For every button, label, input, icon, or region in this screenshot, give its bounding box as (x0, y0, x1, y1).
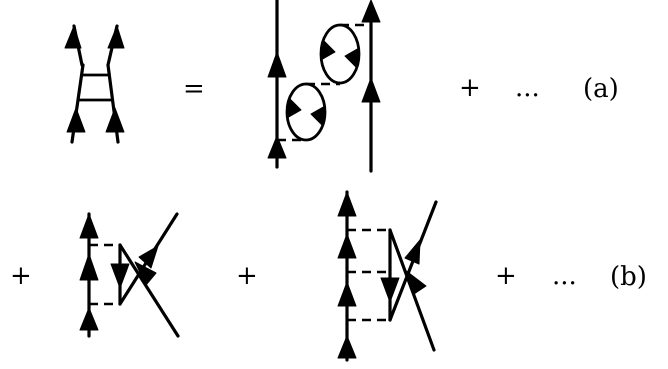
bubble-loop-lower (285, 82, 327, 142)
diag2-left-arrow-3 (337, 281, 357, 307)
plus-sign-b-3: + (495, 261, 517, 291)
left-line-arrow-bottom (267, 135, 287, 159)
lower-loop-arrow-right (310, 105, 326, 127)
diag2-left-arrow-1 (337, 191, 357, 217)
diag1-cross-line-down (118, 243, 180, 338)
box-arrow-lower-left (66, 107, 86, 133)
equals-sign: = (183, 74, 205, 104)
left-line-arrow-top (267, 51, 287, 78)
box-diagram (64, 24, 125, 144)
diag1-cross-arrow-down (134, 261, 157, 286)
diag2-down-arrow (380, 277, 400, 303)
diag2-cross-arrow-down (404, 269, 427, 295)
diag1-left-arrow-top (79, 213, 99, 239)
right-line-arrow-bottom (361, 77, 381, 103)
bubble-loop-upper (319, 23, 361, 85)
label-a: (a) (583, 74, 619, 104)
expanded-diagram-a (267, 0, 381, 173)
diag2-left-arrow-4 (337, 335, 357, 359)
upper-loop-arrow-left (320, 39, 336, 61)
plus-sign-b-1: + (10, 261, 32, 291)
diag2-cross-arrow-up (404, 239, 421, 265)
box-arrow-lower-right (105, 107, 125, 133)
ellipsis-a: ... (515, 73, 540, 103)
diag1-down-arrow (110, 263, 130, 289)
label-b: (b) (610, 262, 647, 292)
diag1-left-arrow-middle (79, 253, 99, 281)
diag1-cross-arrow-up (138, 245, 159, 269)
diag1-left-arrow-bottom (79, 307, 99, 331)
crossed-diagram-2 (337, 190, 438, 362)
lower-loop-arrow-left (286, 97, 302, 119)
upper-loop-arrow-right (344, 47, 360, 69)
right-line-arrow-top (361, 0, 381, 23)
crossed-diagram-1 (79, 212, 180, 338)
ellipsis-b: ... (552, 261, 577, 291)
plus-sign-a: + (459, 73, 481, 103)
plus-sign-b-2: + (236, 261, 258, 291)
diag2-left-arrow-2 (337, 233, 357, 259)
